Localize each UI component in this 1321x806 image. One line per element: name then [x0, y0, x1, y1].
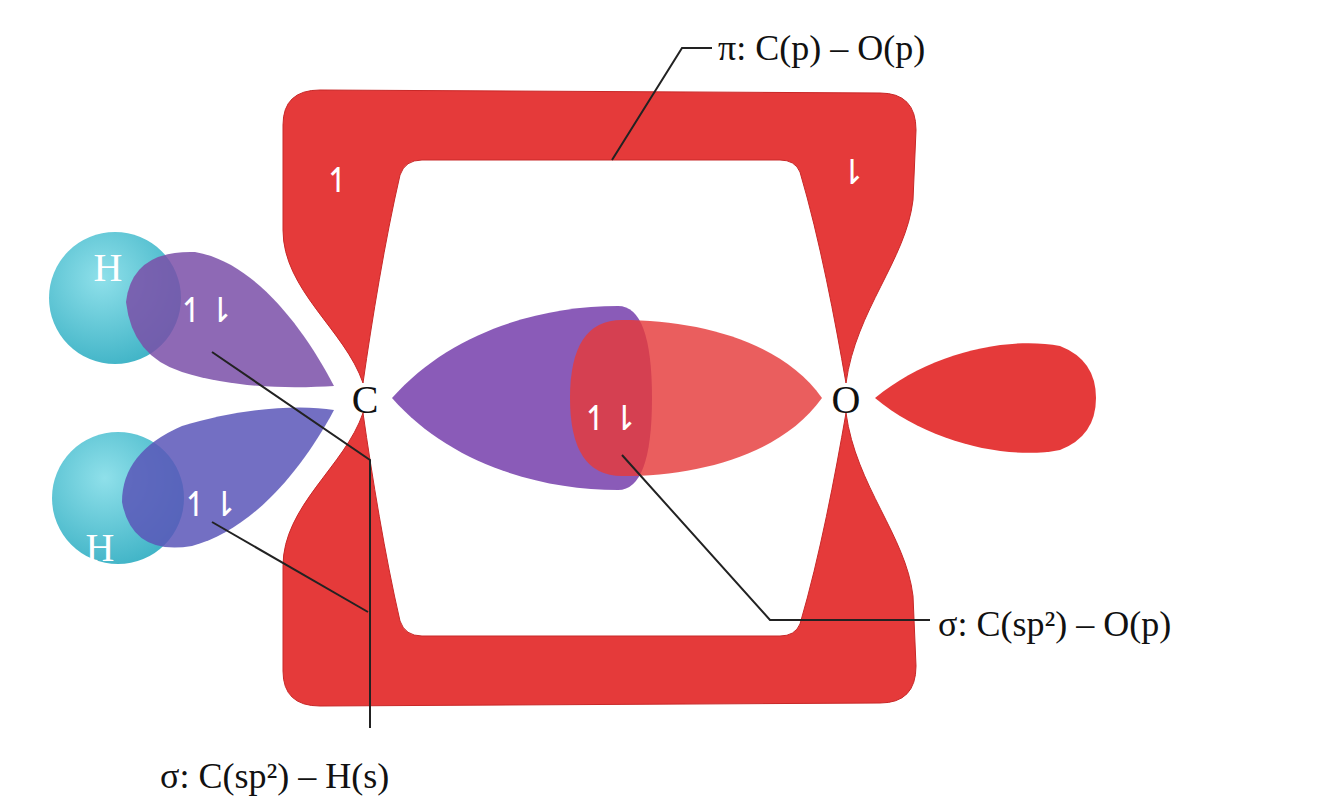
- bond-label: π: C(p) – O(p): [718, 30, 925, 66]
- atom-label: H: [86, 528, 115, 568]
- atom-label: H: [94, 248, 123, 288]
- leader-line: [612, 48, 712, 160]
- spin-arrow: ↿⇂: [582, 401, 639, 435]
- atom-label: C: [352, 380, 379, 420]
- spin-arrow: ↿⇂: [178, 293, 235, 327]
- bond-label: σ: C(sp²) – O(p): [938, 606, 1171, 642]
- spin-arrow: ↿⇂: [182, 487, 239, 521]
- sigma-ch-lobe: [122, 407, 334, 547]
- bond-label: σ: C(sp²) – H(s): [160, 758, 389, 794]
- leader-line: [212, 522, 368, 612]
- atom-label: O: [832, 380, 861, 420]
- leader-line: [212, 352, 370, 728]
- spin-arrow: ↿: [324, 163, 353, 197]
- leader-line: [622, 455, 930, 620]
- spin-arrow: ⇂: [838, 155, 867, 189]
- lone-pair-lobe: [875, 343, 1096, 453]
- sigma-ch-lobe: [126, 252, 334, 387]
- sigma-lobe-oxygen: [570, 320, 822, 476]
